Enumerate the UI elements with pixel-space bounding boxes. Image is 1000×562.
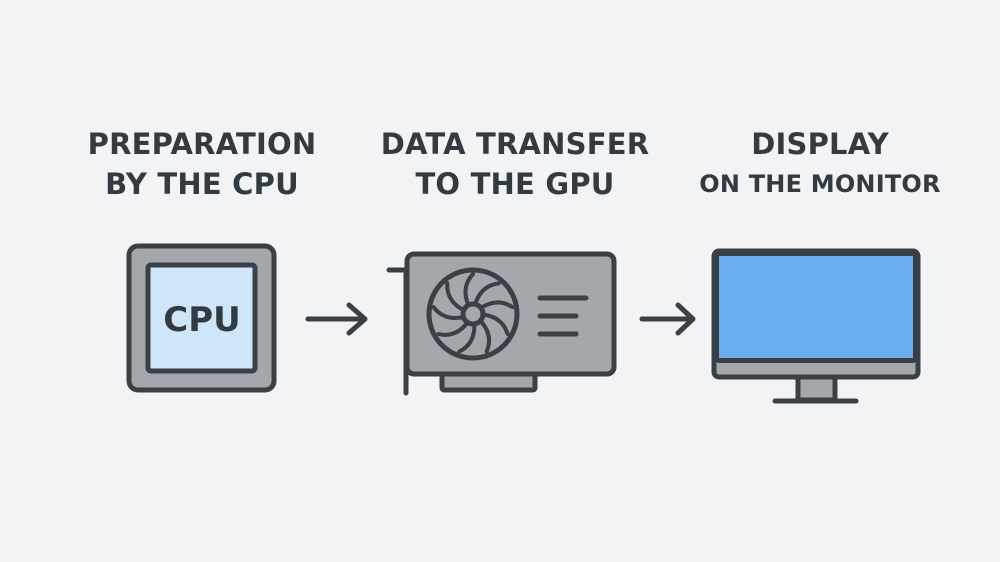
cpu-chip-icon: CPU: [126, 243, 277, 393]
arrow-right-icon: [639, 302, 696, 336]
stage-title-gpu: DATA TRANSFER TO THE GPU: [370, 124, 660, 204]
stage-title-line: ON THE MONITOR: [699, 170, 941, 198]
monitor-screen: [714, 251, 918, 363]
arrow-right-icon: [305, 302, 368, 336]
stage-title-cpu: PREPARATION BY THE CPU: [57, 124, 347, 204]
stage-title-line: DATA TRANSFER: [380, 127, 650, 161]
stage-title-line: DISPLAY: [751, 127, 889, 161]
stage-title-monitor: DISPLAY ON THE MONITOR: [670, 124, 970, 204]
gpu-card-icon: [386, 251, 617, 396]
fan-icon: [426, 267, 520, 361]
stage-title-line: PREPARATION: [87, 127, 317, 161]
cpu-chip-label: CPU: [163, 300, 240, 340]
stage-title-line: BY THE CPU: [105, 167, 299, 201]
vent-lines: [537, 295, 589, 337]
stage-title-line: TO THE GPU: [415, 167, 615, 201]
monitor-icon: [711, 248, 921, 404]
